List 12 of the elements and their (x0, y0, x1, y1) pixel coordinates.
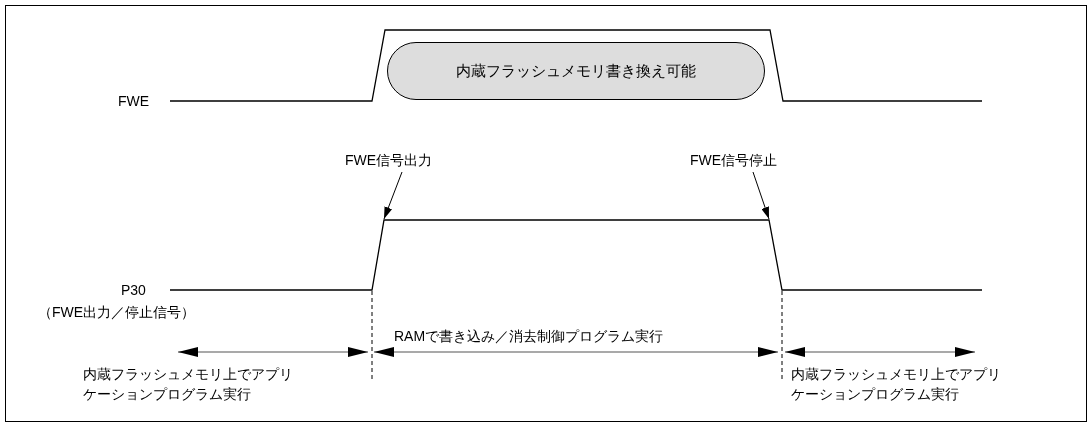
p30-waveform (169, 219, 983, 291)
signal-name: P30 (121, 281, 146, 300)
phase-label: 内蔵フラッシュメモリ上でアプリケーションプログラム実行 (791, 365, 1002, 404)
leader-line (752, 171, 770, 220)
signal-name: FWE (118, 92, 150, 111)
callout-label: FWE信号出力 (345, 150, 433, 170)
phase-label: 内蔵フラッシュメモリ上でアプリケーションプログラム実行 (83, 365, 294, 404)
signal-description: （FWE出力／停止信号） (38, 303, 196, 322)
leader-line (383, 171, 403, 220)
phase-label: RAMで書き込み／消去制御プログラム実行 (394, 327, 664, 346)
status-box: 内蔵フラッシュメモリ書き換え可能 (387, 42, 765, 100)
callout-label: FWE信号停止 (690, 150, 778, 170)
